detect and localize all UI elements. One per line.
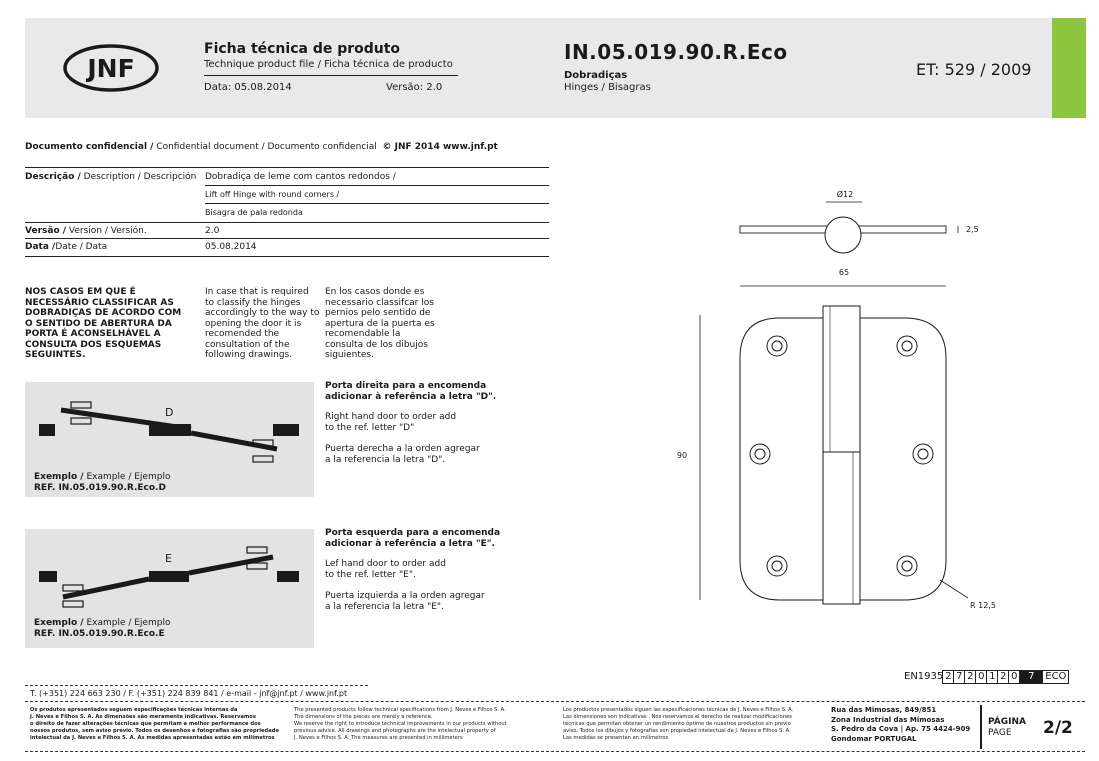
left-pt-1: Porta esquerda para a encomenda [325, 528, 501, 538]
left-pt-2: adicionar à referência a letra "E". [325, 539, 495, 549]
height-label: 90 [677, 451, 687, 460]
confidential-bold: Documento confidencial / [25, 142, 154, 152]
left-en-2: to the ref. letter "E". [325, 570, 416, 580]
title-rule [204, 75, 458, 76]
product-category: Dobradiças [564, 70, 628, 81]
footer-legal-pt: Os produtos apresentados seguem especifi… [30, 707, 279, 741]
footer-contacts: T. (+351) 224 663 230 / F. (+351) 224 83… [30, 689, 348, 698]
version-value: 2.0 [205, 226, 220, 236]
cases-es: En los casos donde es necessario classif… [325, 287, 435, 360]
product-code: IN.05.019.90.R.Eco [564, 40, 788, 64]
thickness-label: 2,5 [966, 225, 979, 234]
footer-legal-es: Los productos presentados siguen las esp… [563, 707, 794, 741]
right-ref: REF. IN.05.019.90.R.Eco.D [34, 483, 166, 493]
desc-en: Lift off Hinge with round corners / [205, 190, 340, 199]
date-value: 05.08.2014 [205, 242, 257, 252]
footer-legal-en: The presented products follow technical … [294, 707, 507, 741]
doc-date: Data: 05.08.2014 [204, 82, 292, 93]
footer-divider [25, 701, 1085, 702]
right-example: Exemplo / Example / Ejemplo [34, 472, 171, 482]
doc-title: Ficha técnica de produto [204, 41, 401, 57]
cases-en: In case that is required to classify the… [205, 287, 320, 360]
table-rule [25, 167, 549, 168]
table-rule [205, 203, 549, 204]
right-door-diagram: D [39, 401, 299, 463]
desc-pt: Dobradiça de leme com cantos redondos / [205, 172, 396, 182]
en-highlight: 7 [1019, 670, 1044, 684]
copyright: © JNF 2014 www.jnf.pt [382, 142, 498, 152]
accent-bar [1052, 18, 1086, 118]
right-es-2: a la referencia la letra "D". [325, 455, 446, 465]
header-band [25, 18, 1060, 118]
pin-diameter-label: Ø12 [837, 189, 853, 199]
product-category-alt: Hinges / Bisagras [564, 82, 651, 93]
hinge-technical-drawing: Ø12 2,5 65 90 R 12,5 [677, 189, 996, 610]
table-rule [25, 222, 549, 223]
doc-version: Versão: 2.0 [386, 82, 443, 93]
table-rule [205, 185, 549, 186]
table-rule [25, 238, 549, 239]
footer-divider [25, 685, 368, 686]
left-door-letter: E [165, 552, 172, 565]
right-pt-2: adicionar à referência a letra "D". [325, 392, 497, 402]
doc-subtitle: Technique product file / Ficha técnica d… [204, 59, 453, 70]
logo-text: JNF [85, 54, 134, 83]
right-es-1: Puerta derecha a la orden agregar [325, 444, 480, 454]
page-number: 2/2 [1043, 718, 1073, 738]
left-es-2: a la referencia la letra "E". [325, 602, 444, 612]
confidential-line: Documento confidencial / Confidential do… [25, 142, 498, 152]
jnf-logo: JNF [63, 44, 159, 92]
left-ref: REF. IN.05.019.90.R.Eco.E [34, 629, 165, 639]
version-label: Versão / Version / Versión. [25, 226, 147, 236]
en-suffix: ECO [1042, 670, 1070, 684]
en1935-label: EN1935 [904, 671, 944, 682]
date-label: Data /Date / Data [25, 242, 108, 252]
left-es-1: Puerta izquierda a la orden agregar [325, 591, 485, 601]
desc-label: Descrição / Description / Descripción [25, 172, 197, 182]
confidential-rest: Confidential document / Documento confid… [153, 142, 377, 152]
desc-es: Bisagra de pala redonda [205, 208, 303, 217]
right-pt-1: Porta direita para a encomenda [325, 381, 487, 391]
footer-divider [25, 751, 1085, 752]
left-en-1: Lef hand door to order add [325, 559, 446, 569]
right-en-1: Right hand door to order add [325, 412, 457, 422]
width-label: 65 [839, 268, 849, 277]
table-rule [25, 256, 549, 257]
left-example: Exemplo / Example / Ejemplo [34, 618, 171, 628]
page-divider [980, 705, 982, 749]
right-en-2: to the ref. letter "D" [325, 423, 415, 433]
radius-label: R 12,5 [970, 601, 996, 610]
left-door-panel [25, 529, 314, 648]
cases-pt: NOS CASOS EM QUE É NECESSÁRIO CLASSIFICA… [25, 287, 182, 360]
right-door-letter: D [165, 406, 173, 419]
et-reference: ET: 529 / 2009 [916, 60, 1032, 79]
left-door-diagram: E [39, 546, 299, 608]
